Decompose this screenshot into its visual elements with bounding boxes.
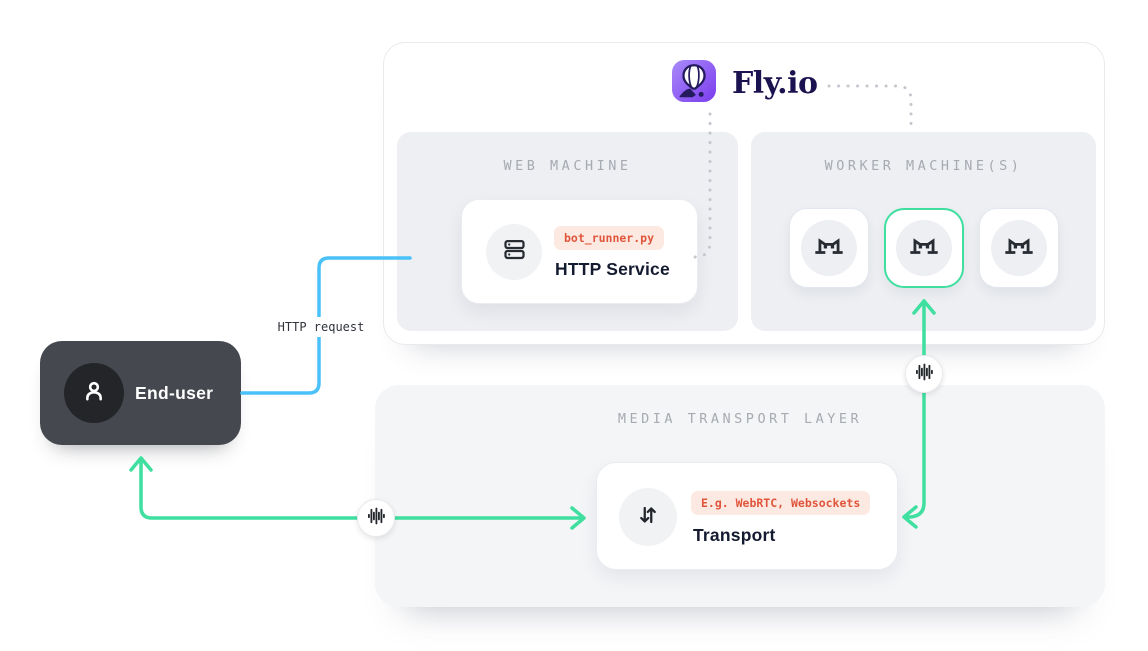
waveform-chip <box>905 355 943 393</box>
server-icon <box>501 236 528 268</box>
web-machine-title: WEB MACHINE <box>503 158 632 174</box>
waveform-chip <box>357 499 395 537</box>
machine-icon-circle <box>801 220 857 276</box>
http-service-label: HTTP Service <box>555 259 670 279</box>
end-user-node: End-user <box>40 341 241 445</box>
worker-machine-tile <box>979 208 1059 288</box>
machine-icon <box>908 230 940 267</box>
waveform-icon <box>366 506 386 531</box>
end-user-label: End-user <box>135 382 214 403</box>
waveform-icon <box>914 362 934 387</box>
http-service-card: bot_runner.py HTTP Service <box>461 199 698 304</box>
worker-machine-tile <box>789 208 869 288</box>
arrowhead-up-end-user <box>129 456 153 472</box>
updown-arrows-circle <box>619 488 677 546</box>
transport-card: E.g. WebRTC, Websockets Transport <box>596 462 898 570</box>
transport-badge: E.g. WebRTC, Websockets <box>691 491 871 515</box>
worker-machines-title: WORKER MACHINE(S) <box>824 158 1023 174</box>
fly-container: WEB MACHINE bot_runner.py HTTP Service W… <box>383 42 1105 345</box>
web-machine-panel: WEB MACHINE bot_runner.py HTTP Service <box>397 132 738 331</box>
server-icon-circle <box>486 224 542 280</box>
worker-machine-tile-active <box>884 208 964 288</box>
media-transport-title: MEDIA TRANSPORT LAYER <box>617 411 863 427</box>
machine-icon-circle <box>991 220 1047 276</box>
person-icon <box>80 377 108 410</box>
fly-wordmark: Fly.io <box>732 65 818 101</box>
worker-machines-panel: WORKER MACHINE(S) <box>751 132 1096 331</box>
fly-balloon-icon <box>671 59 717 108</box>
machine-icon <box>813 230 845 267</box>
media-transport-panel: MEDIA TRANSPORT LAYER E.g. WebRTC, Webso… <box>375 385 1105 607</box>
machine-icon <box>1003 230 1035 267</box>
person-icon-circle <box>64 363 124 423</box>
updown-arrows-icon <box>635 502 661 533</box>
transport-label: Transport <box>693 525 776 545</box>
http-service-badge: bot_runner.py <box>554 226 665 250</box>
http-request-label: HTTP request <box>270 317 372 337</box>
machine-icon-circle <box>896 220 952 276</box>
fly-brand: Fly.io <box>671 59 818 108</box>
